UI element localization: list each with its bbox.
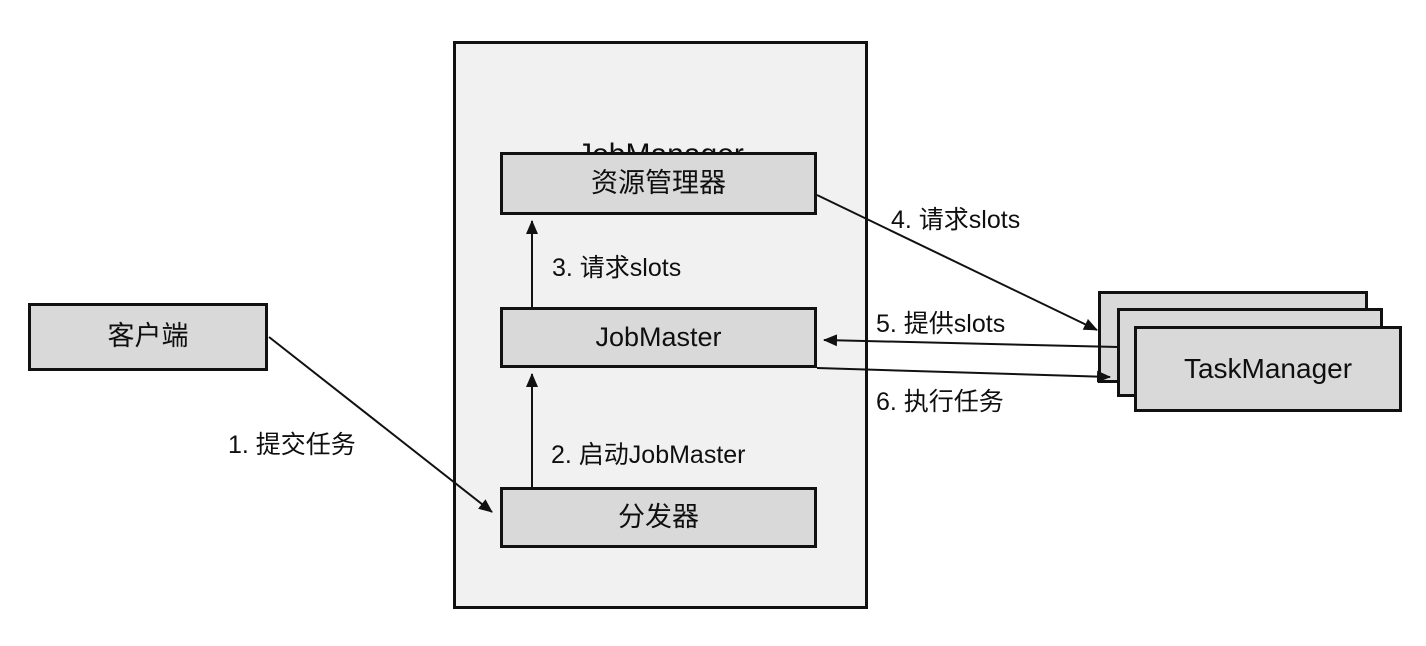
node-resource-manager[interactable]: 资源管理器 <box>500 152 817 215</box>
edge-1-arrow <box>268 336 493 513</box>
edge-6-arrow <box>816 367 1111 383</box>
node-dispatcher[interactable]: 分发器 <box>500 487 817 548</box>
edge-label-2: 2. 启动JobMaster <box>551 441 746 469</box>
node-client-label: 客户端 <box>107 321 189 352</box>
node-jobmaster-label: JobMaster <box>595 321 722 352</box>
edge-label-1: 1. 提交任务 <box>228 431 356 459</box>
node-taskmanager-label: TaskManager <box>1183 353 1353 384</box>
node-taskmanager[interactable]: TaskManager <box>1134 326 1402 412</box>
edge-label-4: 4. 请求slots <box>891 206 1021 234</box>
edge-label-5: 5. 提供slots <box>876 310 1006 338</box>
edge-label-3: 3. 请求slots <box>552 254 682 282</box>
edge-4-arrow <box>816 194 1098 331</box>
node-jobmaster[interactable]: JobMaster <box>500 307 817 368</box>
node-client[interactable]: 客户端 <box>28 303 268 371</box>
edge-5-arrow <box>823 334 1119 348</box>
edge-label-6: 6. 执行任务 <box>876 388 1004 416</box>
node-resource-manager-label: 资源管理器 <box>591 167 726 198</box>
node-dispatcher-label: 分发器 <box>618 501 699 532</box>
